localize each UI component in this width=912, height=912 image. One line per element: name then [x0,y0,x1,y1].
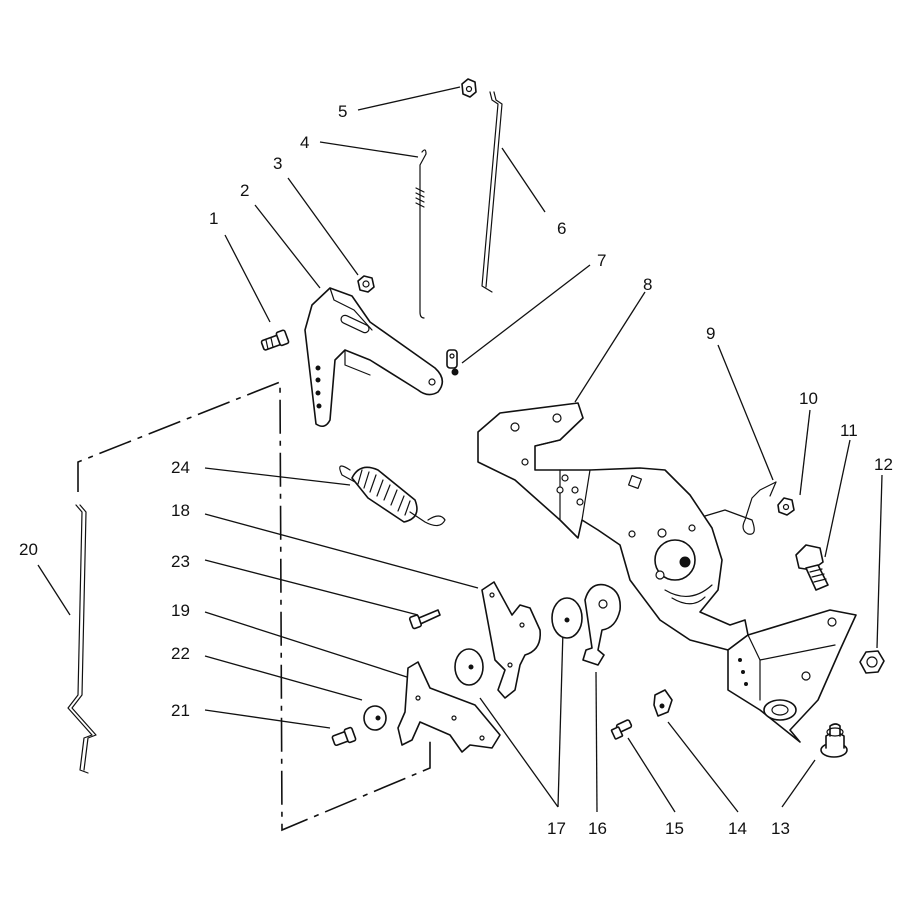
part-3-nut [357,275,375,293]
part-19-lower-lever [397,661,501,753]
callout-18: 18 [171,501,190,520]
callout-23: 23 [171,552,190,571]
callout-14: 14 [728,819,747,838]
callout-20: 20 [19,540,38,559]
part-20-wire-rod [67,504,97,774]
callout-10: 10 [799,389,818,408]
part-8-mount-bracket [727,609,857,743]
assembly-bracket-lines [77,380,431,832]
part-7-clip [446,349,459,376]
callout-19: 19 [171,601,190,620]
part-18-link-bracket [481,581,542,699]
callout-16: 16 [588,819,607,838]
callout-labels: 1 2 3 4 5 6 7 8 9 10 11 12 13 14 15 16 1… [19,102,893,838]
part-6-control-rod [481,91,503,293]
callout-22: 22 [171,644,190,663]
callout-21: 21 [171,701,190,720]
callout-6: 6 [557,219,566,238]
callout-24: 24 [171,458,190,477]
callout-13: 13 [771,819,790,838]
part-4-spring-rod [415,149,427,319]
part-5-nut [461,78,477,98]
callout-8: 8 [643,275,652,294]
part-13-flanged-bolt [820,723,848,758]
part-12-hex-nut [859,650,885,674]
part-1-screw [260,329,290,351]
part-9-spring-clip [704,481,777,535]
part-16-governor-arm [582,583,622,666]
callout-4: 4 [300,133,309,152]
part-21-screw [331,726,357,747]
callout-7: 7 [597,251,606,270]
part-22-washer [363,705,387,731]
callout-1: 1 [209,209,218,228]
callout-5: 5 [338,102,347,121]
part-2-lever-bracket [304,287,444,428]
callout-11: 11 [840,421,858,440]
callout-12: 12 [874,455,893,474]
part-24-tension-spring [339,465,446,527]
leader-lines [37,86,883,813]
callout-17: 17 [547,819,566,838]
part-11-hex-bolt [795,544,829,591]
part-23-screw [408,609,441,630]
part-8-control-plate [477,402,749,651]
part-10-nut [777,497,795,516]
callout-15: 15 [665,819,684,838]
part-15-screw [610,719,633,740]
callout-2: 2 [240,181,249,200]
callout-9: 9 [706,324,715,343]
callout-3: 3 [273,154,282,173]
part-17-discs [454,597,583,686]
part-14-clip [653,689,673,717]
